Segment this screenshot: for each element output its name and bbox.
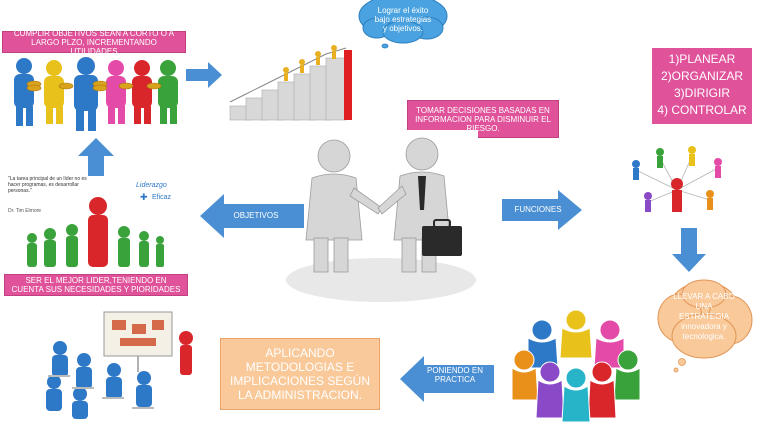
cloud-shape-right [657,279,753,373]
cloud-right-text: LLEVAR A CABO UNA ESTRATEGIA innovadora … [673,292,735,341]
leader-box: SER EL MEJOR LIDER,TENIENDO EN CUENTA SU… [4,274,188,296]
people-network-illustration [632,146,722,212]
function-item: 3)DIRIGIR [673,86,730,100]
quote-text: "La tarea principal de un líder no es ha… [8,176,87,194]
quote-author: Dr. Tim Elmore [8,208,42,214]
cloud-top-text: Lograr el éxito bajo estrategias y objet… [374,6,432,33]
quote-card: "La tarea principal de un líder no es ha… [4,174,180,274]
people-with-coins-illustration [14,57,178,131]
functions-list-box: 1)PLANEAR 2)ORGANIZAR 3)DIRIGIR 4) CONTR… [652,48,752,124]
arrow-right-functions [502,190,582,230]
leader-box-text: SER EL MEJOR LIDER,TENIENDO EN CUENTA SU… [11,276,181,294]
team-circle-illustration [511,309,641,423]
person-figure [14,58,34,126]
cloud-shape-top [358,0,448,49]
logo-text-line1: Liderazgo [136,182,167,189]
classroom-illustration [46,311,193,419]
arrow-objectives-label: OBJETIVOS [233,211,279,220]
person-figure [158,60,178,124]
methodology-box: APLICANDO METODOLOGIAS E IMPLICACIONES S… [220,338,380,410]
arrow-practice-label: PONIENDO EN PRACTICA [426,366,483,384]
logo-text-line2: Eficaz [152,194,172,201]
methodology-box-text: APLICANDO METODOLOGIAS E IMPLICACIONES S… [229,346,371,402]
leader-group-illustration [27,197,164,267]
goal-box: CUMPLIR OBJETIVOS SEAN A CORTO O A LARGO… [2,28,186,56]
arrow-right-top [186,62,222,88]
arrow-down-right [672,228,706,272]
coin-stacks [26,80,162,92]
arrow-left-practice [400,356,494,402]
goal-box-text: CUMPLIR OBJETIVOS SEAN A CORTO O A LARGO… [13,28,175,56]
person-figure [132,60,152,124]
handshake-illustration [284,130,478,302]
person-figure [74,57,98,131]
function-item: 4) CONTROLAR [657,103,747,117]
decision-box-text: TOMAR DECISIONES BASADAS EN INFORMACION … [415,105,551,133]
function-item: 1)PLANEAR [668,52,736,66]
arrow-left-objectives [200,194,304,238]
stairs-success-illustration [229,45,352,121]
person-figure [44,60,64,124]
person-figure [106,60,126,124]
logo-icon: ✚ [140,192,148,202]
function-item: 2)ORGANIZAR [660,69,743,83]
arrow-up-left [78,138,114,176]
arrow-functions-label: FUNCIONES [514,205,562,214]
